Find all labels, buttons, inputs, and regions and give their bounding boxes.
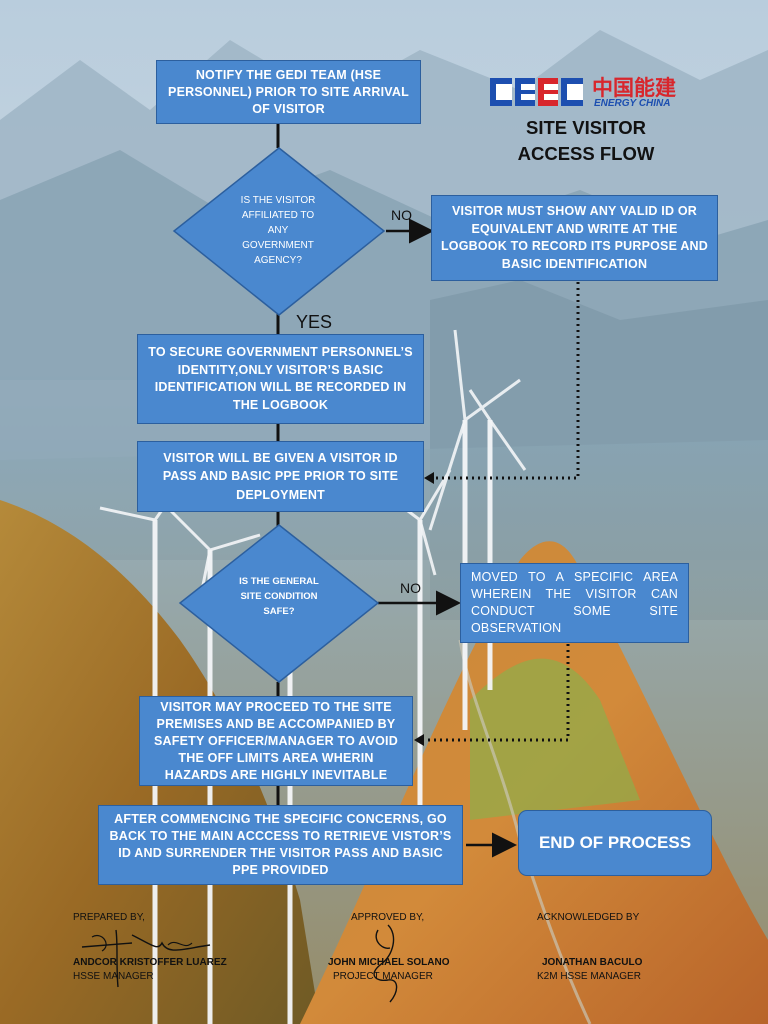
- logo-chinese-text: 中国能建: [592, 76, 676, 100]
- title-line-1: SITE VISITOR: [526, 117, 646, 138]
- prepared-by-signature: [81, 929, 211, 988]
- unsafe-condition-action: MOVED TO A SPECIFIC AREA WHEREIN THE VIS…: [460, 563, 689, 643]
- step-secure-identity: TO SECURE GOVERNMENT PERSONNEL’S IDENTIT…: [137, 334, 424, 424]
- acknowledged-by-name: JONATHAN BACULO: [542, 957, 643, 968]
- step-proceed-site: VISITOR MAY PROCEED TO THE SITE PREMISES…: [139, 696, 413, 786]
- ceec-logo-mark-icon: [490, 78, 583, 106]
- decision-2-text: IS THE GENERAL SITE CONDITION SAFE?: [239, 576, 319, 617]
- approved-by-signature: [373, 924, 398, 1003]
- decision-1-text: IS THE VISITOR AFFILIATED TO ANY GOVERNM…: [240, 195, 316, 266]
- step-retrieve-id: AFTER COMMENCING THE SPECIFIC CONCERNS, …: [98, 805, 463, 885]
- end-of-process: END OF PROCESS: [518, 810, 712, 876]
- energy-china-logo: 中国能建 ENERGY CHINA: [490, 72, 676, 112]
- no-label-2: NO: [400, 580, 421, 596]
- prepared-by-heading: PREPARED BY,: [73, 912, 145, 923]
- prepared-by-role: HSSE MANAGER: [73, 971, 154, 982]
- page-title: SITE VISITOR ACCESS FLOW: [500, 115, 672, 167]
- no-affiliation-action: VISITOR MUST SHOW ANY VALID ID OR EQUIVA…: [431, 195, 718, 281]
- decision-diamond-2: [178, 524, 380, 683]
- yes-label-1: YES: [296, 312, 333, 332]
- prepared-by-name: ANDCOR KRISTOFFER LUAREZ: [73, 957, 227, 968]
- approved-by-name: JOHN MICHAEL SOLANO: [328, 957, 450, 968]
- acknowledged-by-role: K2M HSSE MANAGER: [537, 971, 641, 982]
- acknowledged-by-heading: ACKNOWLEDGED BY: [537, 912, 640, 923]
- approved-by-role: PROJECT MANAGER: [333, 971, 433, 982]
- approved-by-heading: APPROVED BY,: [351, 912, 425, 923]
- decision-diamond-1: [172, 147, 386, 316]
- no-label-1: NO: [391, 207, 412, 223]
- title-line-2: ACCESS FLOW: [517, 143, 655, 164]
- step-visitor-id-pass: VISITOR WILL BE GIVEN A VISITOR ID PASS …: [137, 441, 424, 512]
- step-notify-gedi: NOTIFY THE GEDI TEAM (HSE PERSONNEL) PRI…: [156, 60, 421, 124]
- logo-english-text: ENERGY CHINA: [594, 98, 671, 109]
